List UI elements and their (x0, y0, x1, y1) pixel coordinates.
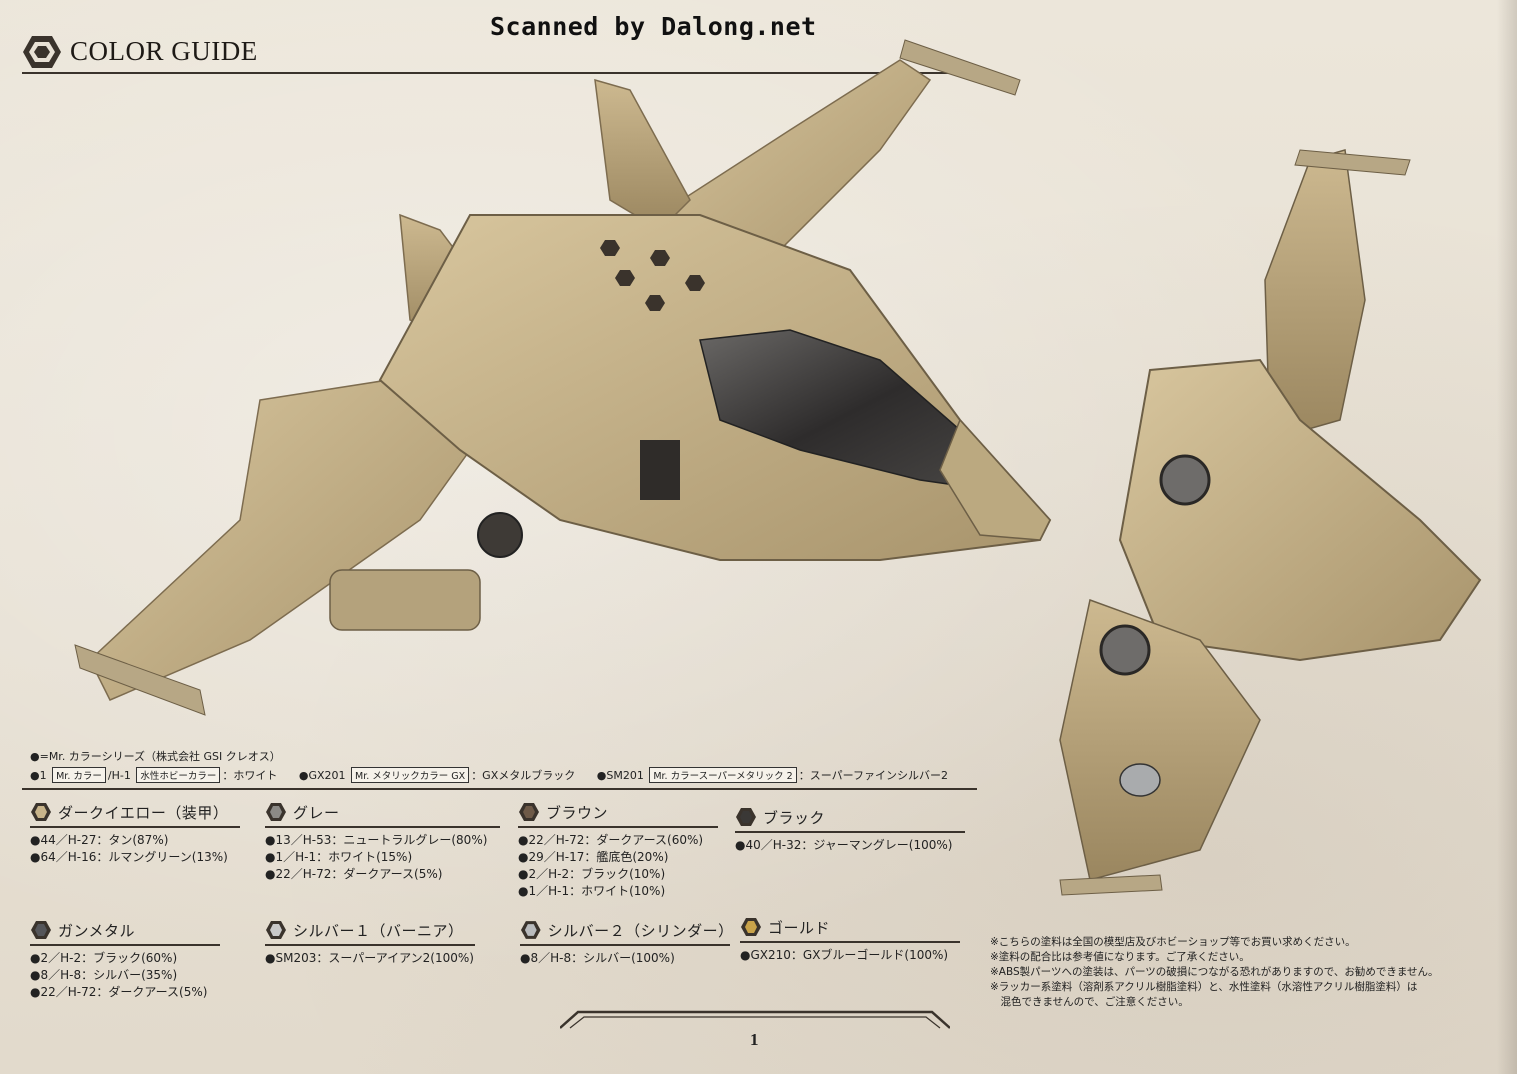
color-group-gold: ゴールド ●GX210：GXブルーゴールド(100%) (740, 915, 960, 964)
note-line: ※ABS製パーツへの塗装は、パーツの破損につながる恐れがありますので、お勧めでき… (990, 966, 1439, 978)
code-sep: /H-1 (107, 769, 131, 782)
page-title: COLOR GUIDE (70, 36, 258, 66)
right-tail-fin (594, 78, 691, 231)
series-note: ●=Mr. カラーシリーズ（株式会社 GSI クレオス） (30, 750, 281, 763)
code-name: ：GXメタルブラック (471, 769, 576, 782)
main-jet (74, 39, 1052, 716)
code-name: ：スーパーファインシルバー2 (798, 769, 948, 782)
code-box: 水性ホビーカラー (136, 767, 221, 783)
group-name: シルバー１（バーニア） (293, 921, 464, 940)
code-label: ●1 (30, 769, 47, 782)
left-wing (89, 374, 471, 701)
color-chip-icon (31, 921, 51, 939)
color-group-dark-yellow: ダークイエロー（装甲） ●44／H-27：タン(87%) ●64／H-16：ルマ… (30, 800, 240, 866)
color-chip-icon (31, 803, 51, 821)
paint-recipe: ●SM203：スーパーアイアン2(100%) (265, 950, 474, 965)
paint-recipe: ●1／H-1：ホワイト(15%) (265, 849, 413, 864)
color-chip-icon (266, 921, 286, 939)
paint-recipe: ●64／H-16：ルマングリーン(13%) (30, 849, 228, 864)
mecha-drum (1119, 763, 1161, 797)
code-white: ●1 Mr. カラー/H-1 水性ホビーカラー：ホワイト (30, 767, 277, 783)
paint-recipe: ●40／H-32：ジャーマングレー(100%) (735, 837, 953, 852)
paint-recipe: ●8／H-8：シルバー(100%) (520, 950, 675, 965)
color-chip-icon (520, 921, 541, 939)
group-name: グレー (293, 803, 340, 822)
paint-recipe: ●13／H-53：ニュートラルグレー(80%) (265, 832, 488, 847)
landing-wheel (477, 512, 523, 558)
legend-divider (22, 788, 977, 790)
color-chip-icon (266, 803, 286, 821)
paint-code-legend: ●1 Mr. カラー/H-1 水性ホビーカラー：ホワイト ●GX201 Mr. … (30, 767, 990, 783)
color-group-brown: ブラウン ●22／H-72：ダークアース(60%) ●29／H-17：艦底色(2… (518, 800, 718, 900)
footer-ornament (560, 1010, 950, 1029)
right-wing-missile (899, 39, 1021, 96)
group-name: ダークイエロー（装甲） (58, 803, 229, 822)
code-name: ：ホワイト (222, 769, 278, 782)
color-group-silver-2: シルバー２（シリンダー） ●8／H-8：シルバー(100%) (520, 918, 734, 967)
paint-recipe: ●22／H-72：ダークアース(5%) (265, 866, 443, 881)
group-rule (520, 944, 730, 946)
secondary-mecha (1059, 149, 1482, 896)
group-rule (740, 941, 960, 943)
color-group-black: ブラック ●40／H-32：ジャーマングレー(100%) (735, 805, 965, 854)
paint-recipe: ●22／H-72：ダークアース(60%) (518, 832, 704, 847)
note-line: ※ラッカー系塗料（溶剤系アクリル樹脂塗料）と、水性塗料（水溶性アクリル樹脂塗料）… (990, 981, 1418, 993)
paint-recipe: ●22／H-72：ダークアース(5%) (30, 984, 208, 999)
scan-edge-shadow (1497, 0, 1517, 1074)
paint-recipe: ●44／H-27：タン(87%) (30, 832, 169, 847)
hexagon-badge-icon (23, 36, 61, 68)
paint-recipe: ●29／H-17：艦底色(20%) (518, 849, 669, 864)
mecha-thruster-upper (1159, 454, 1211, 506)
group-rule (30, 944, 220, 946)
header-rule (22, 72, 962, 74)
code-box: Mr. カラースーパーメタリック 2 (649, 767, 797, 783)
mecha-upper-wing (1264, 149, 1366, 441)
page-number: 1 (750, 1030, 759, 1049)
mecha-top-missile (1294, 149, 1411, 176)
under-pod (329, 569, 481, 631)
group-name: ゴールド (768, 918, 831, 937)
engine-intake-left (640, 440, 680, 500)
paint-notes: ※こちらの塗料は全国の模型店及びホビーショップ等でお買い求めください。 ※塗料の… (990, 935, 1490, 1010)
group-name: シルバー２（シリンダー） (547, 921, 734, 940)
group-rule (735, 831, 965, 833)
paint-recipe: ●2／H-2：ブラック(60%) (30, 950, 178, 965)
note-line: ※こちらの塗料は全国の模型店及びホビーショップ等でお買い求めください。 (990, 936, 1356, 948)
scan-watermark: Scanned by Dalong.net (490, 12, 817, 41)
mecha-lower-missile (1059, 874, 1163, 896)
paint-recipe: ●GX210：GXブルーゴールド(100%) (740, 947, 949, 962)
code-box: Mr. メタリックカラー GX (351, 767, 470, 783)
group-name: ガンメタル (58, 921, 136, 940)
note-line: 混色できませんので、ご注意ください。 (990, 996, 1189, 1008)
hex-ports (600, 240, 705, 311)
code-box: Mr. カラー (52, 767, 106, 783)
paint-recipe: ●1／H-1：ホワイト(10%) (518, 883, 666, 898)
paint-recipe: ●8／H-8：シルバー(35%) (30, 967, 178, 982)
nose (939, 418, 1051, 541)
color-chip-icon (519, 803, 539, 821)
code-label: ●GX201 (298, 769, 346, 782)
color-group-gunmetal: ガンメタル ●2／H-2：ブラック(60%) ●8／H-8：シルバー(35%) … (30, 918, 220, 1001)
code-label: ●SM201 (596, 769, 644, 782)
group-rule (30, 826, 240, 828)
page-header: COLOR GUIDE (22, 30, 962, 74)
mecha-thruster-lower (1099, 624, 1151, 676)
code-sm201: ●SM201 Mr. カラースーパーメタリック 2：スーパーファインシルバー2 (597, 767, 948, 783)
code-gx201: ●GX201 Mr. メタリックカラー GX：GXメタルブラック (299, 767, 575, 783)
left-wing-missile (74, 644, 206, 716)
group-rule (518, 826, 718, 828)
color-chip-icon (741, 918, 761, 936)
group-name: ブラウン (546, 803, 609, 822)
color-group-gray: グレー ●13／H-53：ニュートラルグレー(80%) ●1／H-1：ホワイト(… (265, 800, 500, 883)
paint-recipe: ●2／H-2：ブラック(10%) (518, 866, 666, 881)
group-rule (265, 944, 475, 946)
note-line: ※塗料の配合比は参考値になります。ご了承ください。 (990, 951, 1250, 963)
color-chip-icon (736, 808, 756, 826)
group-rule (265, 826, 500, 828)
group-name: ブラック (763, 808, 826, 827)
mecha-torso (1118, 358, 1482, 662)
color-group-silver-1: シルバー１（バーニア） ●SM203：スーパーアイアン2(100%) (265, 918, 475, 967)
